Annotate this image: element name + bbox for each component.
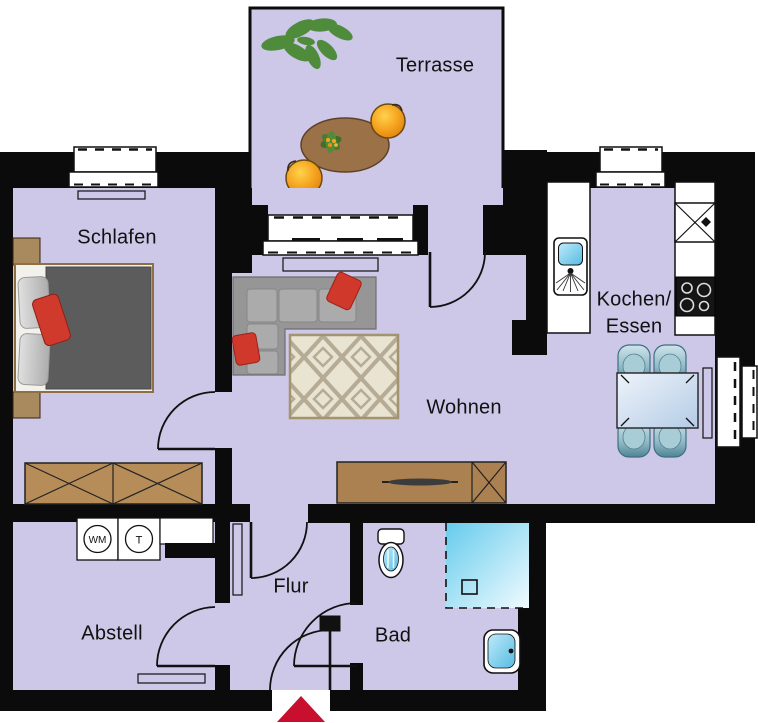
wall-stub <box>165 543 215 558</box>
nightstand <box>12 237 41 266</box>
door-bedroom <box>157 391 216 451</box>
dryer: T <box>117 517 161 561</box>
door-terrace <box>428 251 486 308</box>
door-storage <box>156 606 216 668</box>
plant-icon <box>261 18 353 70</box>
fruit-icon <box>370 103 406 139</box>
door-bathroom <box>293 602 358 668</box>
room-label-abstell: Abstell <box>81 622 143 645</box>
wardrobe <box>24 462 203 505</box>
doors <box>156 251 486 691</box>
red-pillow <box>326 271 362 311</box>
red-pillow <box>231 332 261 366</box>
bed <box>14 263 154 393</box>
window-bedroom <box>68 146 159 200</box>
shower-drain <box>461 579 478 595</box>
toilet-icon <box>377 528 405 579</box>
fridge-cabinet-icon <box>674 202 716 243</box>
storage-sill <box>137 673 206 684</box>
rug <box>288 333 400 420</box>
dining-set <box>616 344 699 458</box>
stove-icon <box>675 276 716 317</box>
room-label-schlafen: Schlafen <box>77 226 157 249</box>
bed-pillow <box>17 333 51 386</box>
window-terrace-slider <box>262 214 419 272</box>
bathroom-sink <box>483 629 521 674</box>
radiator <box>232 523 243 596</box>
dining-table <box>616 372 699 429</box>
room-label-bad: Bad <box>374 624 412 647</box>
entrance-arrow-icon <box>277 696 325 722</box>
window-kitchen <box>595 146 666 188</box>
room-label-kochen: Kochen/ <box>596 288 672 311</box>
terrace-table <box>300 117 390 173</box>
room-label-flur: Flur <box>273 575 309 598</box>
washing-machine-label: WM <box>89 535 107 546</box>
sideboard <box>336 461 507 504</box>
kitchen-sink <box>553 237 588 296</box>
washing-machine: WM <box>76 517 119 561</box>
shower <box>445 523 529 609</box>
nightstand <box>12 391 41 419</box>
door-entrance <box>269 615 341 691</box>
dryer-label: T <box>136 535 143 547</box>
storage-counter <box>159 517 214 545</box>
table-centerpiece <box>320 131 342 153</box>
red-pillow <box>32 293 71 347</box>
room-label-terrasse: Terrasse <box>395 54 475 77</box>
door-hall <box>249 521 308 579</box>
room-label-essen: Essen <box>605 315 663 338</box>
room-label-wohnen: Wohnen <box>426 396 502 419</box>
window-dining <box>702 356 758 448</box>
sofa <box>231 271 377 376</box>
